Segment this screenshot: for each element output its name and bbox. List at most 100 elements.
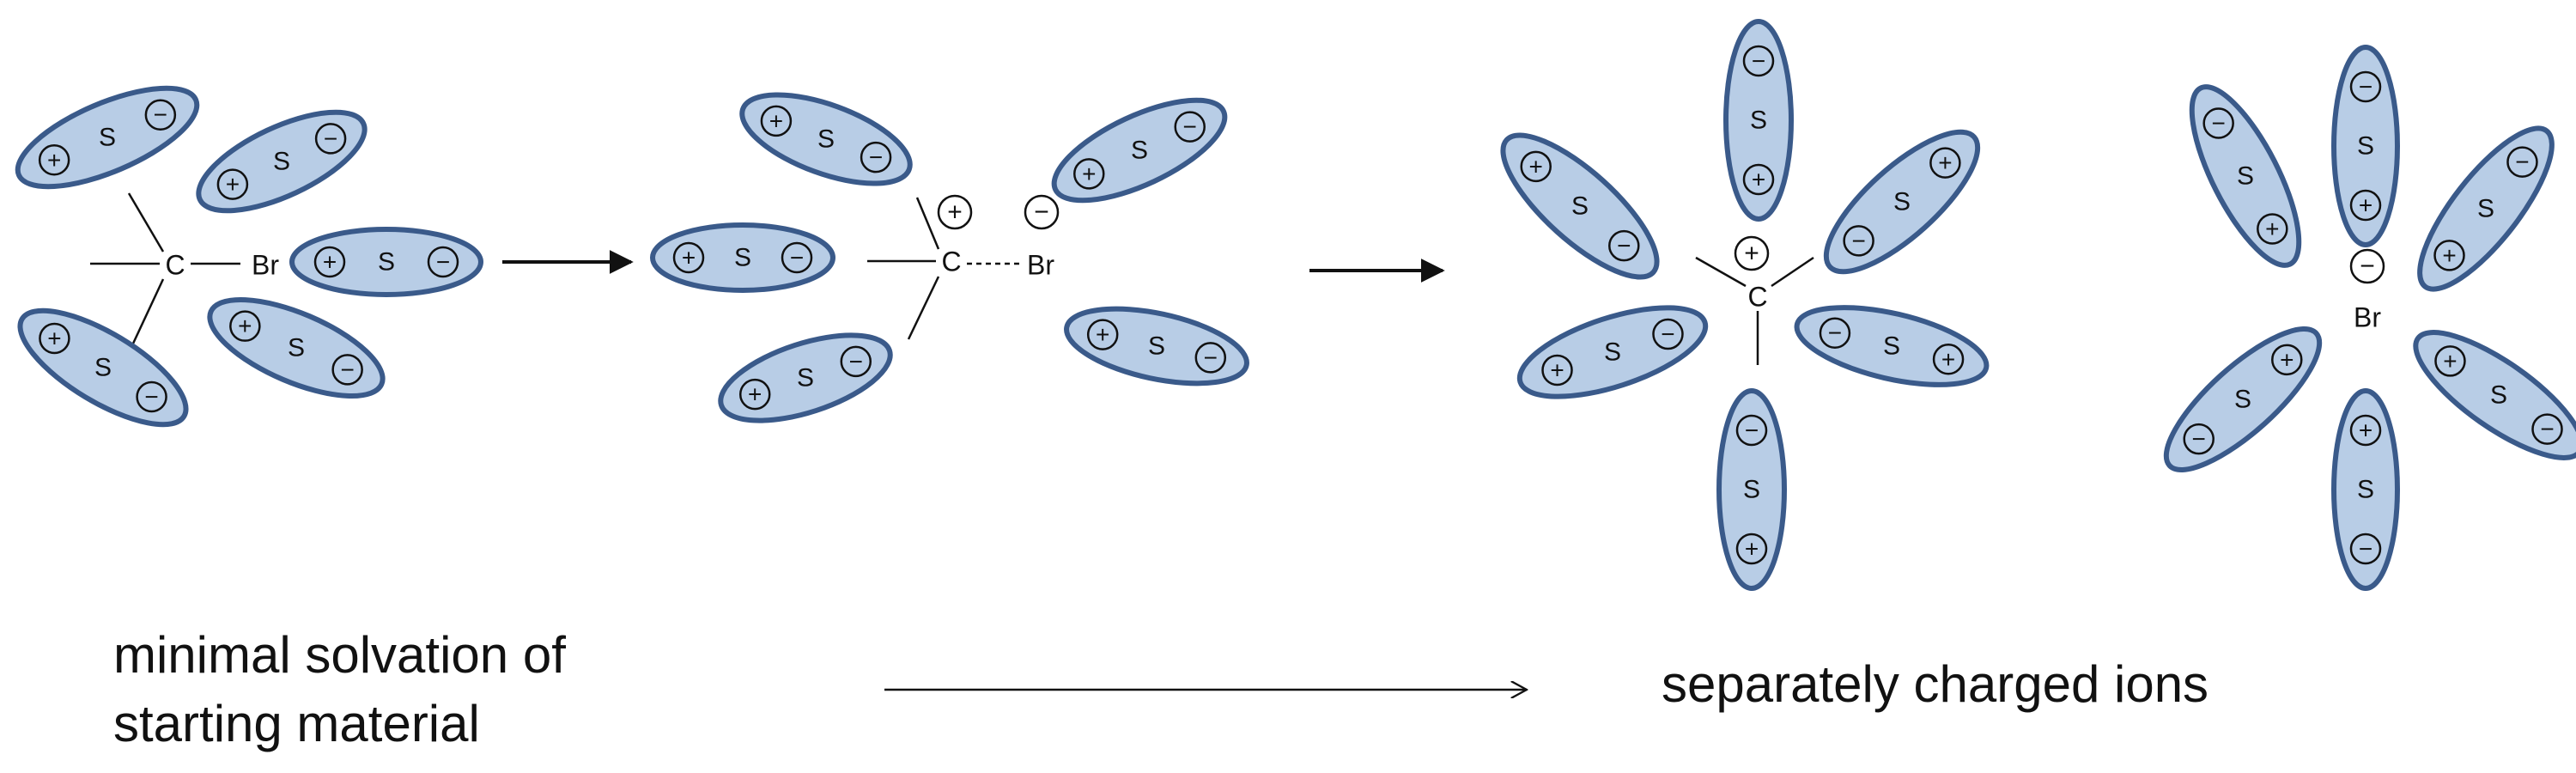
solvent-dipole: −S + [1823, 129, 1981, 275]
solvent-symbol: S [288, 334, 305, 362]
charge-sign: − [2359, 74, 2372, 100]
dipole-charge: − [1819, 317, 1851, 349]
charge-circle-outline [1086, 319, 1119, 350]
solvent-ellipse [1500, 132, 1660, 280]
solvent-symbol: S [1743, 476, 1760, 504]
charge-circle-outline [2434, 345, 2466, 377]
charge-circle-outline [216, 168, 249, 200]
charge-circle-outline [2257, 213, 2288, 245]
charge-circle-outline [2531, 413, 2563, 445]
charge-circle-outline [2433, 240, 2465, 271]
solvent-ellipse [2413, 330, 2576, 460]
solvent-s-label: S [2357, 476, 2374, 504]
solvent-symbol: S [2357, 132, 2374, 161]
solvent-s-label: S [273, 148, 290, 176]
dipole-charge: + [1735, 533, 1768, 565]
solvent-ellipse [15, 85, 200, 190]
solvent-symbol: S [797, 364, 814, 393]
bromide-ion-label: Br [2354, 301, 2381, 332]
solvent-ellipse [1051, 97, 1228, 204]
charge-sign: + [1941, 346, 1955, 373]
dipole-charge: + [760, 105, 793, 137]
dipole-charge: + [1742, 163, 1775, 196]
charge-circle-outline [2349, 414, 2382, 447]
charge-circle-outline [313, 246, 346, 278]
charge-sign: + [47, 147, 61, 173]
caption-minimal-solvation-line1: minimal solvation of [113, 626, 566, 684]
charge-circle-outline [1742, 45, 1775, 77]
charge-sign: + [2359, 417, 2372, 444]
charge-circle-outline [1735, 533, 1768, 565]
caption-minimal-solvation-line2: starting material [113, 695, 480, 752]
dipole-charge: − [2531, 413, 2563, 445]
dipole-charge: + [39, 322, 70, 355]
solvent-symbol: S [99, 124, 116, 152]
dipole-charge: − [1194, 342, 1227, 374]
charge-circle-outline [229, 310, 261, 342]
solvent-s-label: S [1743, 476, 1760, 504]
charge-circle-outline [1174, 111, 1206, 143]
charge-sign: + [2443, 348, 2457, 374]
molecule-bonds [90, 192, 1814, 365]
charge-circle-outline [331, 354, 363, 386]
charge-circle-outline [38, 144, 70, 176]
charge-sign: + [1550, 356, 1564, 383]
charge-circle-outline [1819, 317, 1851, 349]
solvent-s-label: S [2237, 162, 2254, 191]
charge-circle-outline [136, 380, 167, 413]
charge-sign: + [1082, 161, 1096, 187]
solvent-s-label: S [1604, 338, 1621, 367]
charge-sign: + [323, 249, 337, 276]
solvent-s-label: S [1750, 107, 1767, 135]
dipole-charge: − [781, 241, 813, 274]
dipole-charge: − [2506, 146, 2538, 178]
solvent-dipole: +S− [1051, 97, 1228, 204]
dipole-charge: + [738, 378, 771, 411]
solvent-ellipse [739, 92, 913, 186]
charge-sign: − [1752, 48, 1765, 75]
charge-sign: − [154, 101, 167, 128]
charge-sign: − [324, 125, 337, 152]
dipole-charge: − [1735, 414, 1768, 447]
carbon-atom-1: C [165, 249, 185, 280]
charge-circle-outline [937, 194, 973, 230]
charge-sign: + [226, 171, 240, 198]
dipole-charge: − [1843, 225, 1874, 257]
dipole-charge: + [1929, 147, 1961, 179]
charge-sign: + [947, 198, 963, 227]
dipole-charge: − [840, 345, 872, 378]
solvent-ellipse [1794, 305, 1990, 387]
solvent-ellipse [650, 222, 835, 293]
solvent-symbol: S [378, 248, 395, 277]
dipole-charge: − [2349, 533, 2382, 565]
solvent-s-label: S [817, 125, 835, 154]
solvent-symbol: S [2234, 386, 2251, 414]
bromine-atom-1: Br [252, 249, 279, 280]
solvent-symbol: S [1571, 192, 1589, 221]
solvent-s-label: S [1148, 332, 1165, 361]
solvent-ellipse [2331, 388, 2400, 591]
dipole-charge: + [229, 310, 261, 342]
charge-circle-outline [144, 99, 177, 131]
charge-sign: − [2540, 416, 2554, 442]
solvent-s-label: S [1893, 188, 1911, 216]
solvent-s-label: S [2490, 381, 2507, 410]
solvent-dipole: −S+ [2331, 45, 2400, 247]
charge-sign: + [1938, 149, 1952, 176]
charge-sign: + [2442, 242, 2456, 269]
solvent-s-label: S [378, 248, 395, 277]
charge-circle-outline [2271, 344, 2303, 376]
solvent-symbol: S [2490, 381, 2507, 410]
charge-circle-outline [1734, 235, 1770, 271]
carbon-atom-2: C [941, 246, 961, 277]
bromide-charge: − [2349, 248, 2385, 284]
charge-circle-outline [2349, 189, 2382, 222]
solvent-dipole: + S − [1723, 19, 1794, 222]
charge-sign: + [682, 245, 696, 271]
dipole-charge: + [2257, 213, 2288, 245]
charge-sign: − [1745, 417, 1759, 444]
charge-circle-outline [860, 141, 892, 173]
charge-circle-outline [2202, 107, 2234, 139]
dipole-charge: − [1652, 318, 1684, 350]
